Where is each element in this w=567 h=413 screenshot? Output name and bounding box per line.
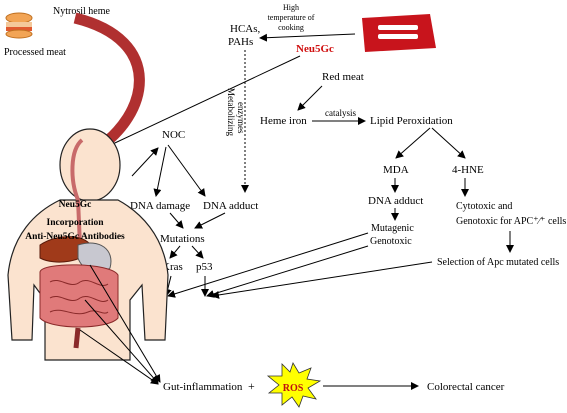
high-temp-label-2: temperature of — [268, 13, 315, 22]
mda-label: MDA — [383, 164, 409, 176]
plus-label: + — [248, 379, 255, 393]
genotoxic-label: Genotoxic — [370, 236, 412, 247]
human-body-illustration — [7, 128, 169, 361]
big-curved-arrow — [73, 12, 145, 155]
mutagenic-label: Mutagenic — [371, 223, 414, 234]
processed-meat-icon — [5, 12, 33, 39]
dna-adduct-right-label: DNA adduct — [368, 195, 423, 207]
selection-apc-label: Selection of Apc mutated cells — [437, 257, 559, 268]
ros-label: ROS — [283, 383, 304, 394]
cytotoxic-label-1: Cytotoxic and — [456, 201, 512, 212]
nytrosil-heme-label: Nytrosil heme — [53, 6, 110, 17]
anti-neu5gc-label: Anti-Neu5Gc Antibodies — [25, 232, 125, 242]
colorectal-cancer-label: Colorectal cancer — [427, 381, 505, 393]
mutations-label: Mutations — [160, 233, 205, 245]
hne-label: 4-HNE — [452, 164, 484, 176]
incorporation-label: Incorporation — [47, 218, 105, 228]
catalysis-label: catalysis — [325, 108, 356, 118]
red-meat-label: Red meat — [322, 71, 364, 83]
dna-adduct-left-label: DNA adduct — [203, 200, 258, 212]
red-meat-icon — [362, 14, 436, 52]
noc-label: NOC — [162, 129, 185, 141]
lipid-peroxidation-label: Lipid Peroxidation — [370, 115, 453, 127]
neu5gc-red-label: Neu5Gc — [296, 43, 334, 55]
neu5gc-body-label: Neu5Gc — [59, 200, 92, 210]
dna-damage-label: DNA damage — [130, 200, 190, 212]
high-temp-label-3: cooking — [278, 23, 304, 32]
hcas-label: HCAs, — [230, 23, 261, 35]
pahs-label: PAHs — [228, 36, 253, 48]
processed-meat-label: Processed meat — [4, 47, 66, 58]
metabolizing-label-1: Metabolizing — [226, 88, 236, 136]
high-temp-label-1: High — [283, 3, 299, 12]
heme-iron-label: Heme iron — [260, 115, 307, 127]
p53-label: p53 — [196, 261, 213, 273]
cytotoxic-label-2: Genotoxic for APC⁺⁄⁺ cells — [456, 216, 566, 227]
gut-inflammation-label: Gut-inflammation — [163, 381, 243, 393]
metabolizing-label-2: enzymes — [236, 102, 246, 134]
ros-starburst — [266, 362, 322, 408]
